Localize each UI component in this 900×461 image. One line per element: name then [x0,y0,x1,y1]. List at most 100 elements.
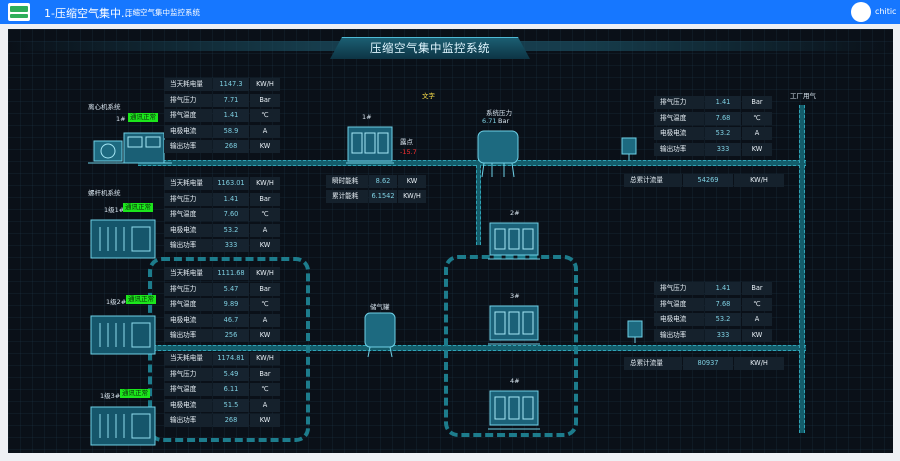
row-label: 输出功率 [164,329,212,342]
row-value: 58.9 [213,124,249,138]
main-pipe-top [138,160,806,166]
row-label: 排气温度 [164,298,212,311]
row-label: 输出功率 [654,328,704,342]
app-logo[interactable] [8,3,30,21]
row-label: 电极电流 [654,313,704,326]
dryer-label: 2# [510,209,520,217]
username[interactable]: chitic [875,7,897,16]
dryer-icon[interactable] [486,387,542,433]
row-value: 7.71 [213,93,249,107]
air-tank-icon[interactable] [362,311,398,357]
row-value: 1.41 [705,282,741,295]
flow-meter-icon[interactable] [620,136,638,160]
app-title[interactable]: 1-压缩空气集中... [44,7,132,20]
factory-air-label: 工厂用气 [790,92,816,100]
row-label: 排气温度 [164,383,212,396]
monitor-panel: 压缩空气集中监控系统 文字 离心机系统 螺杆机系统 工厂用气 1# 通讯正常 1… [8,29,893,453]
row-value: 9.89 [213,298,249,311]
dryer-icon[interactable] [344,123,396,167]
row-unit: ℃ [250,383,280,396]
row-label: 总累计流量 [624,357,682,370]
row-value: 333 [213,239,249,252]
row-value: 51.5 [213,398,249,412]
dew-point-label: 露点 [400,138,413,146]
row-unit: KW/H [734,357,784,370]
row-unit: A [250,223,280,237]
row-unit: KW/H [734,174,784,187]
row-value: 1.41 [213,192,249,206]
screw-compressor-icon[interactable] [90,315,156,355]
row-label: 排气温度 [164,208,212,221]
system-pressure-label: 系统压力 [486,109,512,117]
row-unit: Bar [250,192,280,206]
row-unit: KW [742,328,772,342]
dryer-label: 3# [510,292,520,300]
screw-compressor-icon[interactable] [90,219,156,259]
row-label: 排气压力 [164,282,212,296]
screw-compressor-icon[interactable] [90,406,156,446]
row-label: 输出功率 [164,414,212,427]
row-value: 6.1542 [369,190,397,203]
dryer-loop [444,255,578,437]
flow-meter-icon[interactable] [626,319,644,343]
dryer-icon[interactable] [486,219,542,263]
user-avatar[interactable] [851,2,871,22]
text-marker: 文字 [422,92,435,100]
row-value: 333 [705,142,741,156]
row-unit: ℃ [742,297,772,311]
row-label: 排气温度 [654,297,704,311]
row-label: 当天耗电量 [164,177,212,190]
pressure-tank-icon[interactable] [472,127,524,179]
row-value: 1163.01 [213,177,249,190]
status-badge: 通讯正常 [126,295,156,304]
centrifugal-compressor-icon[interactable] [88,127,172,167]
row-unit: Bar [742,96,772,109]
row-label: 当天耗电量 [164,352,212,365]
row-label: 当天耗电量 [164,78,212,91]
row-unit: KW [250,140,280,153]
row-unit: ℃ [742,111,772,125]
row-unit: KW [250,414,280,427]
row-unit: KW [398,175,426,188]
row-label: 总累计流量 [624,174,682,187]
row-value: 53.2 [213,223,249,237]
row-value: 5.47 [213,282,249,296]
row-unit: A [250,398,280,412]
row-value: 53.2 [705,127,741,140]
row-label: 排气温度 [164,109,212,122]
row-label: 排气压力 [164,192,212,206]
row-value: 5.49 [213,367,249,381]
row-unit: KW/H [398,190,426,203]
row-value: 333 [705,328,741,342]
top-bar: 1-压缩空气集中... 压缩空气集中监控系统 chitic [0,0,900,24]
row-label: 当天耗电量 [164,267,212,280]
dryer-icon[interactable] [486,302,542,348]
row-value: 1.41 [705,96,741,109]
row-label: 电极电流 [164,313,212,327]
row-label: 排气压力 [164,93,212,107]
page-subtitle: 压缩空气集中监控系统 [125,8,200,17]
status-badge: 通讯正常 [120,389,150,398]
main-pipe-lower [98,345,806,351]
dew-point-value: -15.7 [400,148,417,156]
row-unit: KW/H [250,78,280,91]
compressor-label: 1级1# [104,206,125,214]
title-plate [330,37,530,59]
row-value: 256 [213,329,249,342]
row-unit: A [742,313,772,326]
row-value: 7.68 [705,111,741,125]
